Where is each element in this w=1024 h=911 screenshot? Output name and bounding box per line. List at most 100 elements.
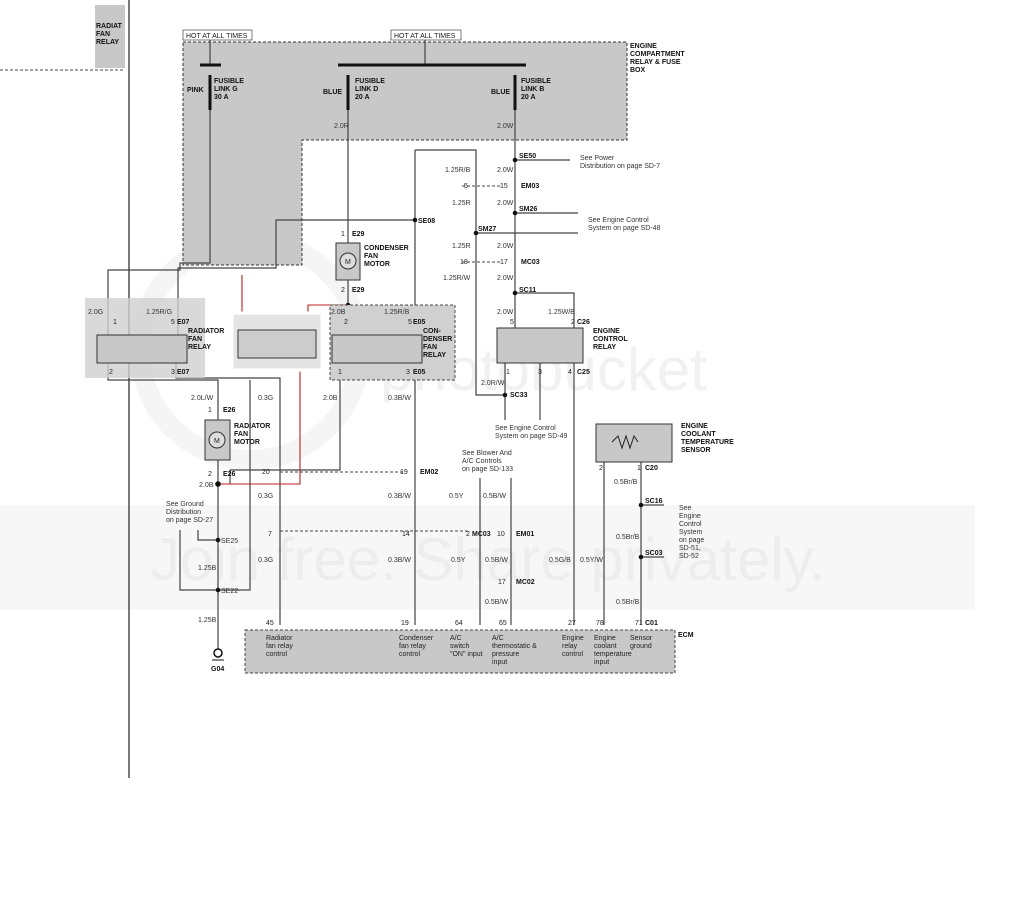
diagram-label: 1	[338, 369, 342, 376]
diagram-label: SE25	[221, 538, 238, 545]
diagram-label: LINK B	[521, 86, 544, 93]
diagram-label: 0.5G/B	[549, 557, 571, 564]
diagram-label: 0.5Br/B	[616, 534, 640, 541]
diagram-label: MC03	[472, 531, 491, 538]
diagram-label: 1.25R/B	[384, 309, 410, 316]
diagram-label: SM27	[478, 226, 496, 233]
diagram-label: SE22	[221, 588, 238, 595]
diagram-label: 17	[498, 579, 506, 586]
diagram-label: PINK	[187, 87, 204, 94]
diagram-label: temperature	[594, 651, 632, 658]
diagram-label: See Engine Control	[588, 217, 649, 224]
motor-symbol: M	[345, 259, 351, 266]
diagram-label: E05	[413, 319, 426, 326]
diagram-label: A/C	[492, 635, 504, 642]
fuse-box-label: BOX	[630, 67, 646, 74]
ground-label: G04	[211, 666, 224, 673]
diagram-label: Sensor	[630, 635, 653, 642]
diagram-label: 2.0W	[497, 275, 514, 282]
splice-labels: SE50 SM26 SM27 SE08 SC11 SC33 SE25 SE22 …	[221, 153, 663, 595]
diagram-label: control	[562, 651, 583, 658]
diagram-label: Radiator	[266, 635, 293, 642]
diagram-label: 0.3G	[258, 493, 273, 500]
diagram-label: 1.25W/B	[548, 309, 575, 316]
diagram-label: "ON" input	[450, 651, 483, 658]
diagram-label: E07	[177, 369, 190, 376]
diagram-label: 15	[500, 183, 508, 190]
diagram-label: 2	[344, 319, 348, 326]
engine-control-relay-label: ENGINE	[593, 328, 620, 335]
diagram-label: M	[214, 438, 220, 445]
diagram-label: 10	[497, 531, 505, 538]
hot-label: HOT AT ALL TIMES	[394, 33, 456, 40]
diagram-label: 2.0B	[331, 309, 346, 316]
condenser-fan-relay	[331, 334, 423, 364]
diagram-label: SD-52	[679, 553, 699, 560]
diagram-label: SC03	[645, 550, 663, 557]
diagram-label: switch	[450, 643, 470, 650]
diagram-label: 0.3B/W	[388, 493, 411, 500]
diagram-label: control	[399, 651, 420, 658]
diagram-label: 65	[499, 620, 507, 627]
diagram-label: BLUE	[323, 89, 342, 96]
coolant-sensor-label: ENGINE	[681, 423, 708, 430]
diagram-label: 2	[466, 531, 470, 538]
diagram-label: See Blower And	[462, 450, 512, 457]
diagram-label: COOLANT	[681, 431, 716, 438]
diagram-label: 0.5Br/B	[614, 479, 638, 486]
diagram-label: input	[594, 659, 609, 666]
ecm-inputs: 45 Radiator fan relay control 19 Condens…	[266, 620, 653, 666]
diagram-label: RELAY	[188, 344, 211, 351]
diagram-label: 18	[460, 259, 468, 266]
diagram-label: SE08	[418, 218, 435, 225]
fuse-g-label: FUSIBLE	[214, 78, 244, 85]
pin-numbers: 1 2 5 15 18 17 1 5 2 3 2 5 1 3 5 2 1 3 4…	[109, 183, 641, 586]
ground-icon	[213, 648, 223, 658]
diagram-label: Distribution on page SD-7	[580, 163, 660, 170]
diagram-label: SC11	[519, 287, 536, 294]
diagram-label: 3	[538, 369, 542, 376]
ecm-box	[244, 629, 676, 674]
diagram-label: coolant	[594, 643, 617, 650]
diagram-label: 78	[596, 620, 604, 627]
watermark-tagline: Join free. Share privately.	[150, 526, 826, 593]
radiator-fan-motor-label: RADIATOR	[234, 423, 270, 430]
diagram-label: 2.0W	[497, 167, 514, 174]
diagram-label: 1	[113, 319, 117, 326]
diagram-label: LINK D	[355, 86, 378, 93]
diagram-label: FAN	[188, 336, 202, 343]
diagram-label: 0.3G	[258, 557, 273, 564]
diagram-label: System	[679, 529, 703, 536]
corner-relay-label: FAN	[96, 31, 110, 38]
diagram-label: 2.0B	[323, 395, 338, 402]
coolant-temp-sensor	[595, 423, 673, 463]
diagram-label: input	[492, 659, 507, 666]
diagram-label: 2	[341, 287, 345, 294]
diagram-label: 0.5B/W	[485, 599, 508, 606]
diagram-label: fan relay	[399, 643, 426, 650]
diagram-label: E07	[177, 319, 190, 326]
diagram-label: SM26	[519, 206, 537, 213]
diagram-label: 20	[262, 469, 270, 476]
diagram-label: 1	[506, 369, 510, 376]
diagram-label: 2.0R	[334, 123, 349, 130]
diagram-label: 3	[171, 369, 175, 376]
diagram-label: 30 A	[214, 94, 229, 101]
diagram-label: See	[679, 505, 692, 512]
engine-control-relay	[496, 327, 584, 364]
diagram-label: C20	[645, 465, 658, 472]
corner-relay-label: RELAY	[96, 39, 119, 46]
diagram-label: EM01	[516, 531, 534, 538]
diagram-label: 5	[464, 183, 468, 190]
diagram-label: C01	[645, 620, 658, 627]
diagram-label: Engine	[679, 513, 701, 520]
diagram-label: 27	[568, 620, 576, 627]
diagram-label: 2.0G	[88, 309, 103, 316]
diagram-label: See Ground	[166, 501, 204, 508]
diagram-label: System on page SD-48	[588, 225, 660, 232]
diagram-label: on page	[679, 537, 704, 544]
diagram-label: 14	[402, 531, 410, 538]
diagram-label: 17	[500, 259, 508, 266]
diagram-label: 1.25R/B	[445, 167, 471, 174]
diagram-label: 2	[208, 471, 212, 478]
